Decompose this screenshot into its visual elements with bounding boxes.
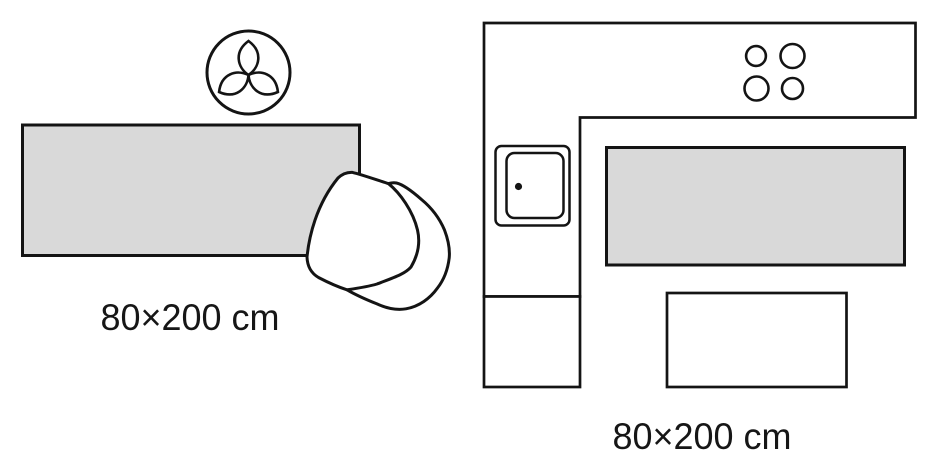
svg-text:80×200 cm: 80×200 cm bbox=[613, 415, 792, 457]
svg-text:80×200 cm: 80×200 cm bbox=[101, 296, 280, 338]
